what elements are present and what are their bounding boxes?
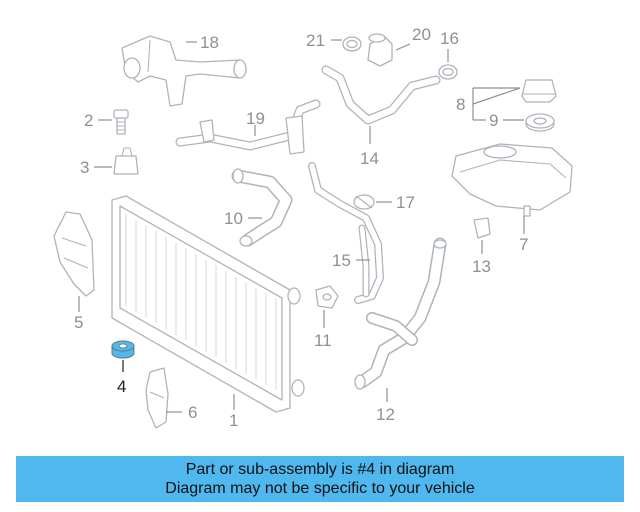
part-21-clamp [342,36,362,52]
callout-20: 20 [412,25,431,44]
part-4-mount-bushing [111,340,135,359]
part-6-bracket [145,367,169,429]
callout-2: 2 [84,111,93,130]
callout-4: 4 [117,377,126,396]
leader-lines [78,39,525,413]
banner-line-disclaimer: Diagram may not be specific to your vehi… [165,480,475,497]
callout-17: 17 [396,193,415,212]
part-2-bolt [113,109,129,135]
callout-11: 11 [314,331,332,350]
part-17-cap [353,194,375,210]
part-9-seal [525,113,555,132]
callout-10: 10 [224,209,243,228]
part-1-radiator [111,195,305,413]
part-14-hose [321,65,441,125]
part-3-clip [113,147,139,175]
part-10-hose [231,168,293,247]
callout-5: 5 [74,313,83,332]
part-5-bracket [53,211,95,297]
callout-19: 19 [246,109,265,128]
part-13-clip [473,217,491,239]
callout-8: 8 [456,95,465,114]
part-15-pipe [308,162,384,304]
part-11-clip [315,285,339,309]
part-12-lower-hose [354,237,447,390]
part-16-clamp [438,64,458,80]
callout-13: 13 [472,257,491,276]
callout-3: 3 [80,158,89,177]
part-18-coolant-flange [121,35,247,107]
part-7-expansion-tank [451,143,573,217]
callout-14: 14 [360,149,379,168]
info-banner: Part or sub-assembly is #4 in diagram Di… [16,456,624,502]
banner-line-part: Part or sub-assembly is #4 in diagram [185,461,455,478]
callout-12: 12 [376,405,395,424]
callout-6: 6 [188,403,197,422]
callout-18: 18 [200,33,219,52]
part-20-hose-elbow [367,33,393,67]
callout-7: 7 [519,235,528,254]
part-8-cap [521,79,557,103]
callout-15: 15 [332,251,351,270]
part-19-coolant-pipe [175,99,321,155]
callout-21: 21 [306,31,325,50]
callout-9: 9 [489,111,498,130]
callout-numbers: 18 2 3 5 19 10 1 6 21 20 16 14 8 9 7 17 … [74,25,528,430]
callout-16: 16 [440,29,459,48]
parts-diagram: 18 2 3 5 19 10 1 6 21 20 16 14 8 9 7 17 … [53,25,573,430]
callout-1: 1 [229,411,238,430]
